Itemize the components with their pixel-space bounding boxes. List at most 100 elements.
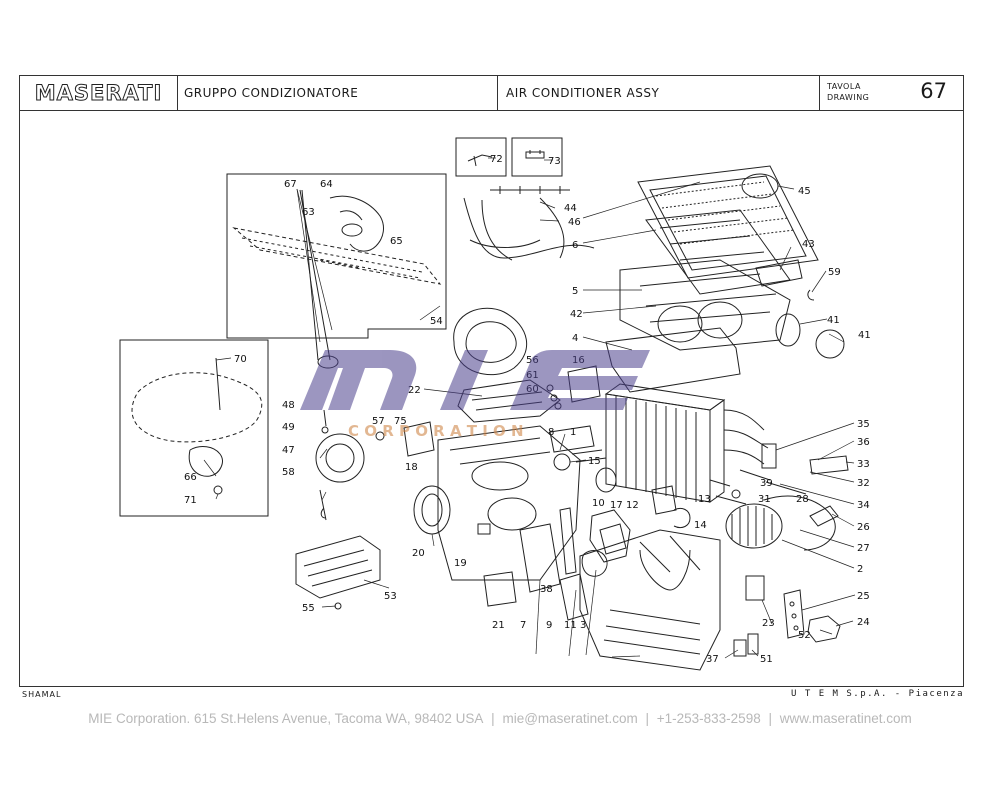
part-label-11: 11 — [564, 620, 577, 631]
inset-box-73 — [511, 137, 563, 177]
watermark-subtitle: C O R P O R A T I O N — [348, 422, 524, 440]
part-3-lower-housing — [579, 529, 721, 671]
part-label-8: 8 — [548, 427, 554, 438]
part-label-13: 13 — [698, 494, 711, 505]
model-label: SHAMAL — [22, 690, 62, 699]
part-label-75: 75 — [394, 416, 407, 427]
part-label-59: 59 — [828, 267, 841, 278]
part-5-housing — [619, 259, 791, 351]
part-label-51: 51 — [760, 654, 773, 665]
part-label-31: 31 — [758, 494, 771, 505]
part-41-knob-b — [815, 329, 845, 359]
part-label-25: 25 — [857, 591, 870, 602]
part-label-2: 2 — [857, 564, 863, 575]
part-label-54: 54 — [430, 316, 443, 327]
part-label-48: 48 — [282, 400, 295, 411]
part-43-bracket — [755, 259, 803, 287]
contact-website-link[interactable]: www.maseratinet.com — [779, 711, 912, 726]
part-label-32: 32 — [857, 478, 870, 489]
contact-company: MIE Corporation. 615 St.Helens Avenue, T… — [88, 711, 484, 726]
part-label-52: 52 — [798, 630, 811, 641]
part-label-53: 53 — [384, 591, 397, 602]
title-english: AIR CONDITIONER ASSY — [498, 76, 820, 110]
title-italian: GRUPPO CONDIZIONATORE — [178, 76, 498, 110]
part-18-heater-box — [437, 425, 581, 581]
part-label-65: 65 — [390, 236, 403, 247]
part-label-39: 39 — [760, 478, 773, 489]
part-label-57: 57 — [372, 416, 385, 427]
part-label-34: 34 — [857, 500, 870, 511]
contact-separator-2: | — [645, 711, 649, 726]
brand-logo: MASERATI — [20, 76, 178, 110]
contact-footer: MIE Corporation. 615 St.Helens Avenue, T… — [0, 711, 1000, 726]
part-label-28: 28 — [796, 494, 809, 505]
contact-email-link[interactable]: mie@maseratinet.com — [502, 711, 638, 726]
part-label-22: 22 — [408, 385, 421, 396]
part-label-64: 64 — [320, 179, 333, 190]
part-label-43: 43 — [802, 239, 815, 250]
part-41-knob-a — [775, 313, 801, 347]
part-label-37: 37 — [706, 654, 719, 665]
part-20-ring — [413, 485, 451, 535]
publisher-label: U T E M S.p.A. - Piacenza — [791, 689, 964, 699]
part-label-9: 9 — [546, 620, 552, 631]
part-label-5: 5 — [572, 286, 578, 297]
part-label-71: 71 — [184, 495, 197, 506]
part-label-10: 10 — [592, 498, 605, 509]
part-label-70: 70 — [234, 354, 247, 365]
part-label-26: 26 — [857, 522, 870, 533]
part-label-33: 33 — [857, 459, 870, 470]
brand-logo-text: MASERATI — [34, 81, 163, 106]
part-35-valve — [761, 443, 777, 469]
contact-separator-3: | — [768, 711, 772, 726]
part-label-41b: 41 — [858, 330, 871, 341]
part-label-1: 1 — [570, 427, 576, 438]
part-label-23: 23 — [762, 618, 775, 629]
part-label-21: 21 — [492, 620, 505, 631]
part-label-63: 63 — [302, 207, 315, 218]
drawing-number: 67 — [920, 79, 947, 103]
part-label-24: 24 — [857, 617, 870, 628]
inset-panel-left — [119, 339, 269, 517]
part-label-17: 17 — [610, 500, 623, 511]
part-label-36: 36 — [857, 437, 870, 448]
contact-separator-1: | — [491, 711, 495, 726]
table-label-it: TAVOLA — [827, 82, 861, 91]
part-label-4: 4 — [572, 333, 578, 344]
mie-watermark: C O R P O R A T I O N — [300, 350, 650, 440]
part-label-58: 58 — [282, 467, 295, 478]
drawing-number-labels: TAVOLA DRAWING — [827, 81, 869, 103]
part-label-20: 20 — [412, 548, 425, 559]
inset-panel-top-left — [226, 173, 447, 339]
part-46-cover — [637, 165, 819, 279]
part-label-14: 14 — [694, 520, 707, 531]
part-label-42: 42 — [570, 309, 583, 320]
inset-box-72 — [455, 137, 507, 177]
part-label-35: 35 — [857, 419, 870, 430]
part-label-47: 47 — [282, 445, 295, 456]
part-53-filter-box — [295, 535, 381, 599]
title-block: MASERATI GRUPPO CONDIZIONATORE AIR CONDI… — [20, 76, 963, 111]
part-label-6: 6 — [572, 240, 578, 251]
drawing-number-cell: TAVOLA DRAWING 67 — [820, 76, 963, 110]
part-label-3: 3 — [580, 620, 586, 631]
part-label-45: 45 — [798, 186, 811, 197]
part-label-27: 27 — [857, 543, 870, 554]
part-label-12: 12 — [626, 500, 639, 511]
part-label-38: 38 — [540, 584, 553, 595]
part-label-19: 19 — [454, 558, 467, 569]
contact-phone: +1-253-833-2598 — [656, 711, 761, 726]
table-label-en: DRAWING — [827, 93, 870, 102]
part-label-72: 72 — [490, 154, 503, 165]
part-2-blower — [725, 503, 783, 549]
part-label-15: 15 — [588, 456, 601, 467]
part-label-49: 49 — [282, 422, 295, 433]
part-47-fan — [315, 433, 365, 483]
part-label-73: 73 — [548, 156, 561, 167]
part-label-66: 66 — [184, 472, 197, 483]
part-label-55: 55 — [302, 603, 315, 614]
part-label-7: 7 — [520, 620, 526, 631]
part-45-motor — [741, 173, 779, 199]
part-label-41a: 41 — [827, 315, 840, 326]
part-label-46: 46 — [568, 217, 581, 228]
